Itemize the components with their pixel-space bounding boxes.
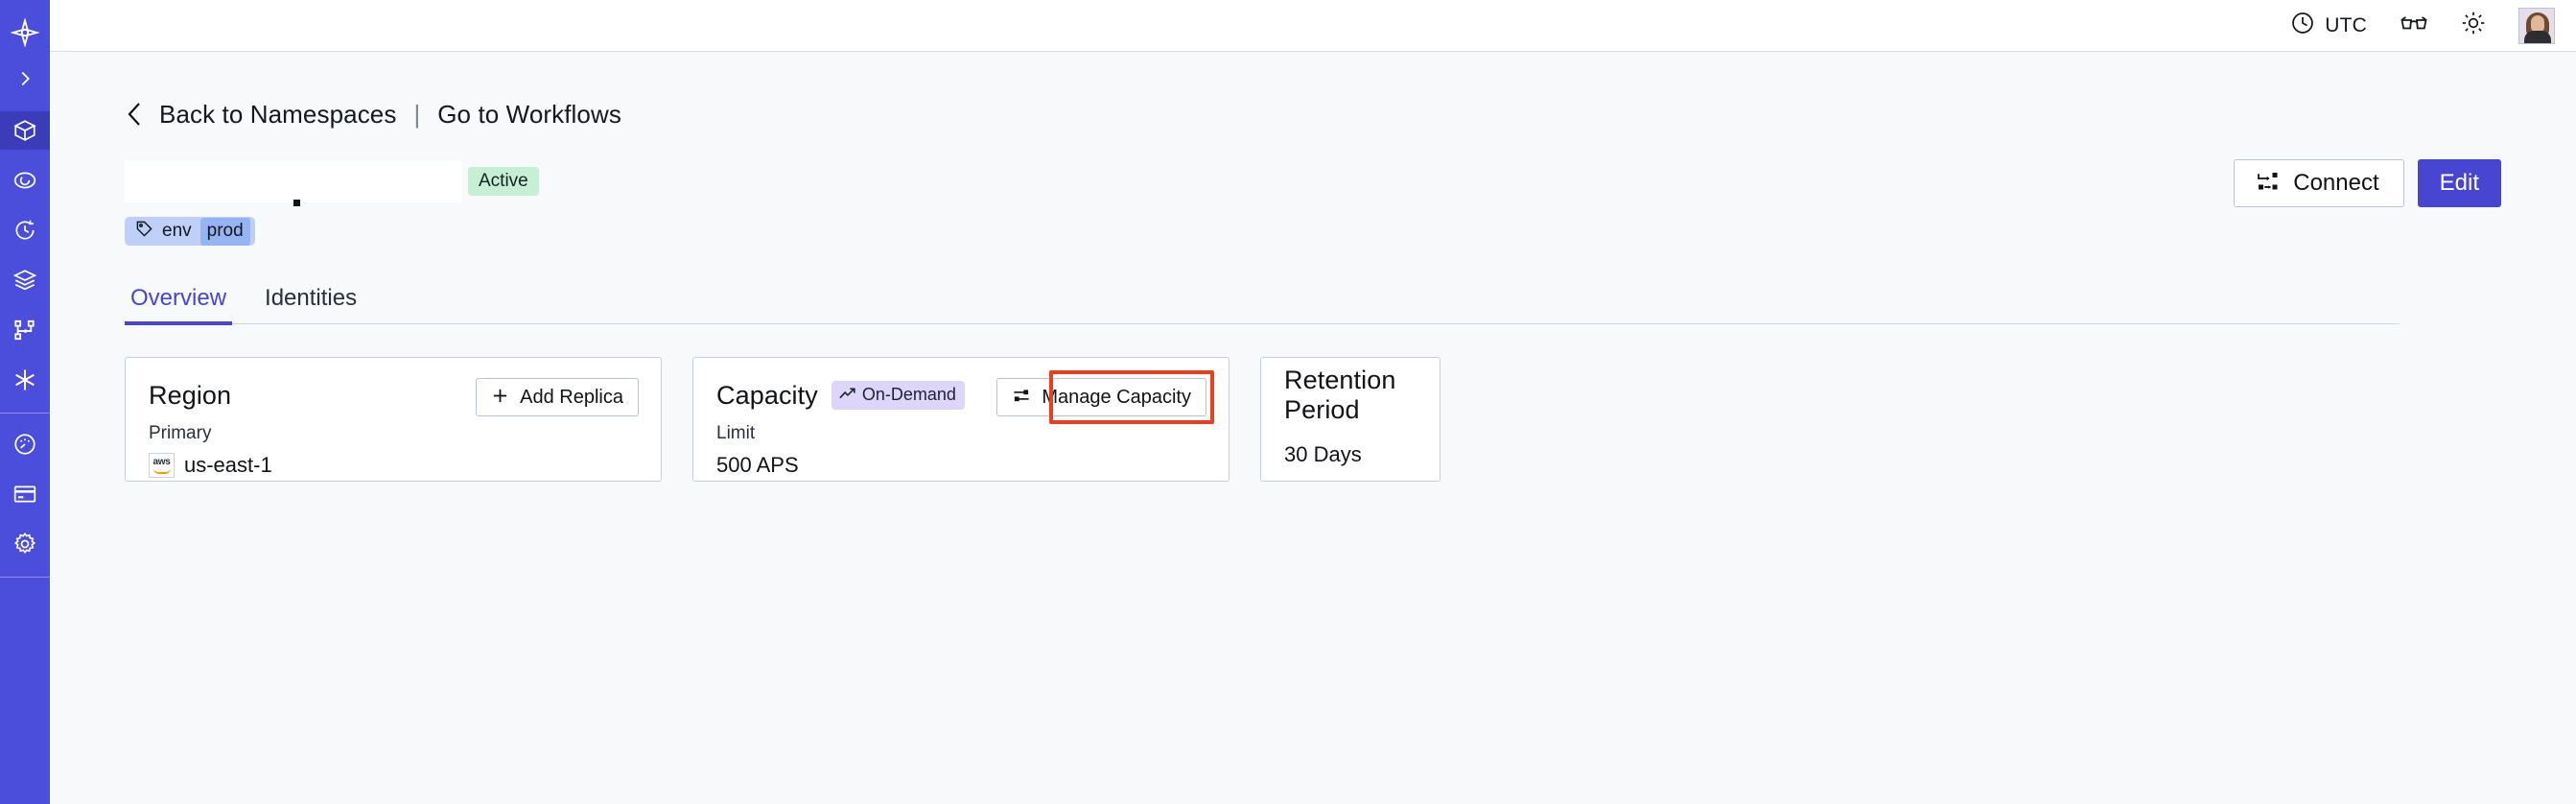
region-value: us-east-1 [184,453,272,477]
chevron-left-icon[interactable] [125,101,146,128]
eye-icon [12,168,37,193]
tag-value: prod [199,217,250,246]
tag-key: env [162,221,192,241]
topbar: UTC [50,0,2576,52]
tab-overview[interactable]: Overview [125,285,233,325]
gear-icon [12,532,37,556]
breadcrumb-workflows-link[interactable]: Go to Workflows [437,99,621,129]
connect-icon [2256,170,2281,198]
manage-capacity-label: Manage Capacity [1042,387,1191,408]
layers-icon [12,268,37,293]
edit-button-label: Edit [2439,170,2479,196]
header-actions: Connect Edit [2234,159,2501,207]
connect-button-label: Connect [2293,170,2379,196]
sidebar-item-billing[interactable] [0,475,50,513]
retention-card-title: Retention Period [1284,366,1396,424]
retention-value: 30 Days [1284,442,1362,466]
on-demand-badge: On-Demand [831,381,965,410]
capacity-limit-value: 500 APS [716,453,799,477]
sidebar-item-settings[interactable] [0,525,50,563]
aws-swoosh [153,468,171,474]
cube-icon [12,118,37,143]
region-card: Region Primary aws us-east-1 [125,357,662,482]
connect-button[interactable]: Connect [2234,159,2404,207]
edit-button[interactable]: Edit [2417,159,2501,207]
capacity-card: Capacity On-Demand Limit 50 [692,357,1229,482]
sidebar-item-integrations[interactable] [0,361,50,399]
sidebar-item-workflows[interactable] [0,311,50,349]
capacity-card-header: Capacity On-Demand [716,379,1206,412]
namespace-tag[interactable]: env prod [125,217,255,246]
credit-card-icon [12,482,37,507]
sidebar-item-usage[interactable] [0,425,50,463]
breadcrumb-separator: | [413,99,421,129]
reading-mode-button[interactable] [2400,12,2428,39]
add-replica-label: Add Replica [520,387,623,408]
manage-capacity-button[interactable]: Manage Capacity [996,378,1206,416]
retention-card: Retention Period 30 Days [1260,357,1440,482]
sidebar-item-namespaces[interactable] [0,111,50,150]
title-row: Active [125,159,2501,207]
sidebar-expand-button[interactable] [0,58,50,100]
avatar-face [2531,14,2544,33]
page-title [125,160,462,206]
avatar[interactable] [2518,7,2555,44]
sidebar [0,0,50,804]
timezone-label: UTC [2325,13,2367,36]
breadcrumb-back-link[interactable]: Back to Namespaces [159,99,397,129]
add-replica-button[interactable]: Add Replica [476,378,639,416]
timezone-selector[interactable]: UTC [2290,11,2367,40]
region-card-title: Region [149,380,232,410]
region-card-header: Region [149,379,638,412]
sidebar-divider [0,577,50,578]
chevron-right-icon [14,68,35,89]
retention-card-header: Retention Period [1284,366,1417,424]
asterisk-icon [12,367,38,393]
tag-icon [135,220,153,243]
capacity-card-title: Capacity [716,380,818,410]
clock-icon [2290,11,2315,40]
tag-row: env prod [125,217,2501,249]
sidebar-item-observability[interactable] [0,161,50,200]
git-branch-icon [12,318,37,343]
overview-cards: Region Primary aws us-east-1 [125,357,2501,482]
aws-logo: aws [149,453,175,478]
on-demand-badge-label: On-Demand [861,385,956,404]
aws-logo-text: aws [152,457,171,467]
clock-rotate-icon [12,218,37,243]
avatar-body [2524,30,2551,43]
sidebar-item-layers[interactable] [0,261,50,299]
gauge-icon [12,432,37,457]
temporal-logo-icon [11,18,39,47]
region-value-row: aws us-east-1 [149,453,638,478]
sliders-icon [1012,387,1031,409]
content-area: Back to Namespaces | Go to Workflows Act… [50,52,2576,804]
trending-up-icon [839,385,855,405]
breadcrumb: Back to Namespaces | Go to Workflows [125,98,2501,130]
capacity-limit-label: Limit [716,423,756,443]
sun-icon [2461,11,2486,40]
region-primary-label: Primary [149,423,212,443]
status-badge: Active [468,166,539,197]
theme-toggle-button[interactable] [2461,11,2486,40]
tab-bar: Overview Identities [125,276,2400,325]
main-area: UTC [50,0,2576,804]
sidebar-divider [0,413,50,414]
glasses-icon [2400,12,2428,39]
sidebar-item-schedules[interactable] [0,211,50,249]
tab-identities[interactable]: Identities [265,285,358,311]
plus-icon [491,387,509,409]
sidebar-item-logo[interactable] [0,8,50,58]
